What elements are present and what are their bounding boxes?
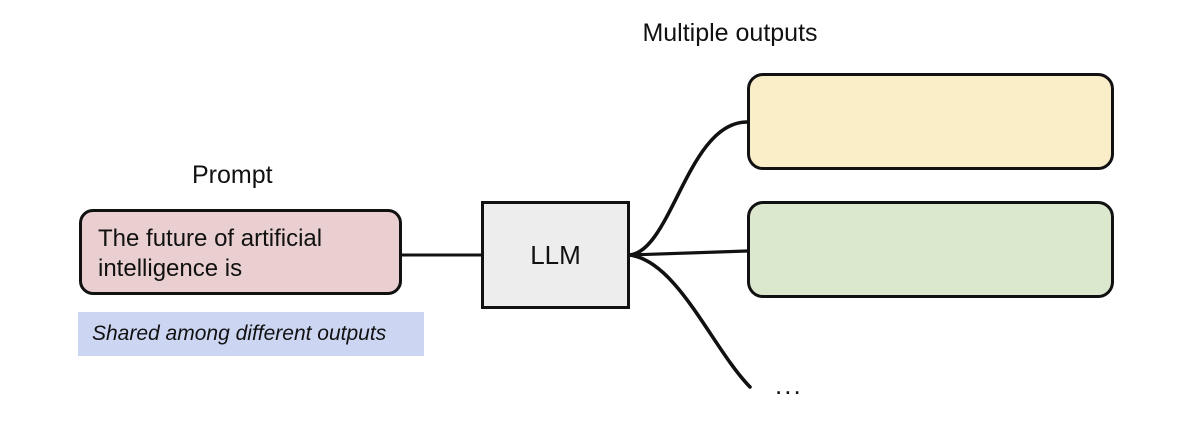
prompt-box[interactable]: The future of artificial intelligence is (79, 209, 402, 295)
connector-llm-to-output-1 (628, 120, 749, 257)
llm-box-label: LLM (530, 239, 581, 270)
output-box-1[interactable] (747, 73, 1114, 170)
connector-llm-to-output-2 (628, 249, 749, 257)
multiple-outputs-title: Multiple outputs (642, 19, 818, 47)
llm-box[interactable]: LLM (481, 201, 630, 309)
prompt-title: Prompt (192, 161, 273, 189)
output-box-2[interactable] (747, 201, 1114, 298)
shared-note-text: Shared among different outputs (92, 322, 387, 345)
prompt-box-text: The future of artificial intelligence is (98, 225, 323, 282)
connector-llm-to-ellipsis (628, 253, 752, 389)
shared-note-banner: Shared among different outputs (78, 312, 424, 356)
ellipsis-more-outputs: ... (775, 370, 803, 400)
